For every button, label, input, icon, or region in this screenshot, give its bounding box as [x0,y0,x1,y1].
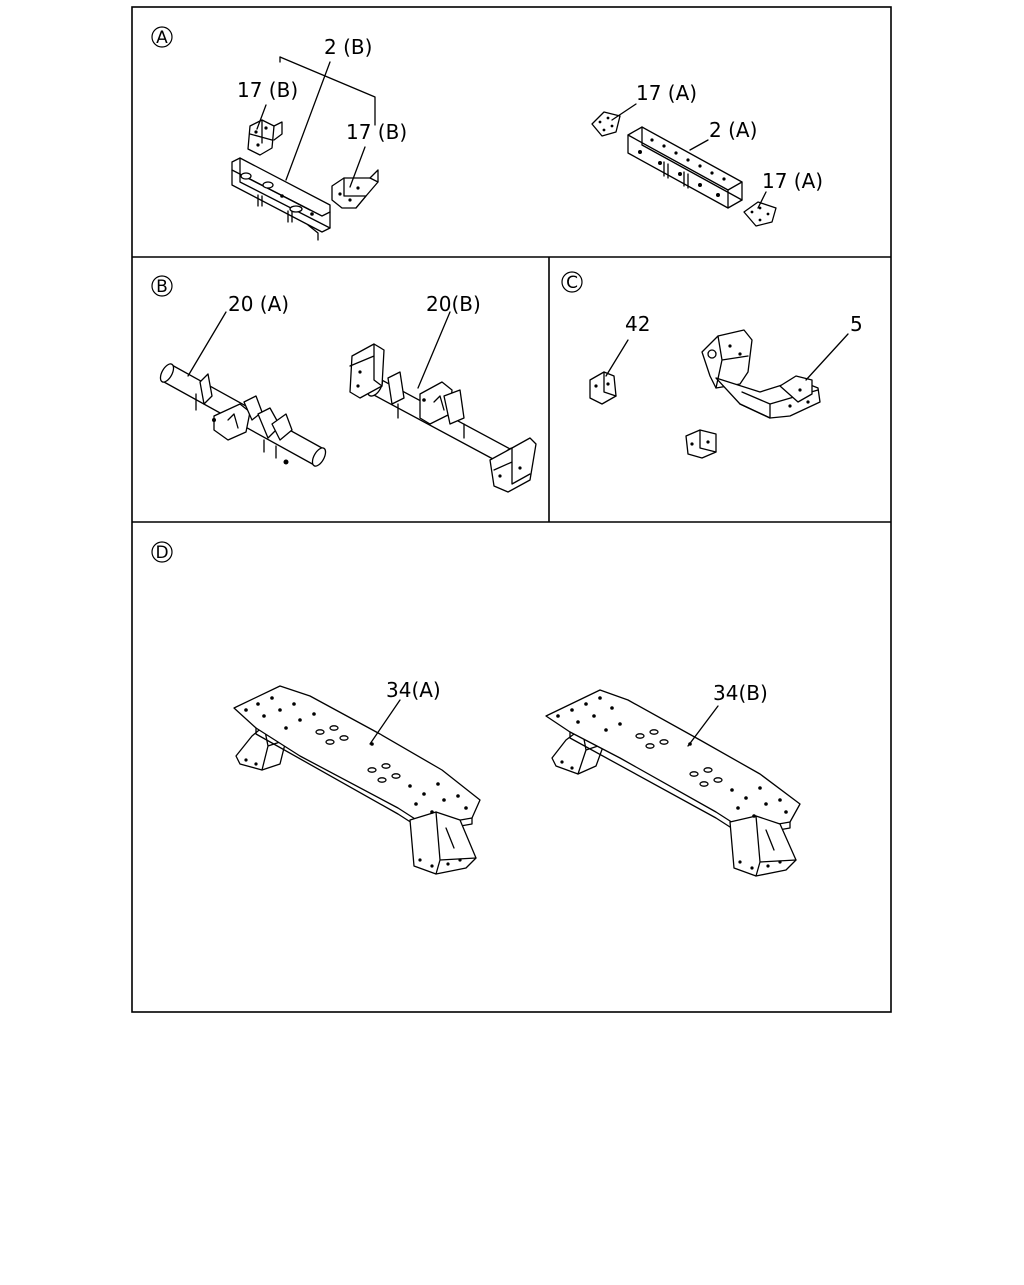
crossmember-34b [545,689,801,877]
label-2a: 2 (A) [709,118,757,142]
crossmember-2a [627,126,743,209]
section-b: B 20 (A) [151,275,537,493]
crossmember-2b [231,157,331,241]
section-a-right-leaders [611,103,767,209]
label-42: 42 [625,312,650,336]
section-d-letter: D [155,543,168,563]
section-c-letter: C [566,273,578,293]
section-d-marker: D [151,541,173,563]
section-a-marker: A [151,26,173,48]
section-b-letter: B [156,277,168,297]
label-17b-left: 17 (B) [237,78,298,102]
label-17b-right: 17 (B) [346,120,407,144]
leader-34b [687,705,719,747]
leader-34a [369,699,401,745]
tube-crossmember-20a [159,363,327,467]
label-5: 5 [850,312,863,336]
label-17a-top: 17 (A) [636,81,697,105]
leader-20a [187,311,227,377]
section-a-leaders [256,56,376,188]
diagram-frame [131,6,892,1013]
label-17a-bottom: 17 (A) [762,169,823,193]
tube-crossmember-20b [349,343,537,493]
plate-17a-top [591,111,621,137]
bracket-assembly-5 [701,329,821,419]
bracket-17b-right [331,169,379,209]
plate-17a-bottom [743,201,777,227]
section-b-marker: B [151,275,173,297]
leader-5 [805,333,849,381]
bracket-17b-left [247,119,283,156]
label-20a: 20 (A) [228,292,289,316]
section-c-marker: C [561,271,583,293]
leader-20b [417,311,451,389]
label-20b: 20(B) [426,292,481,316]
label-2b: 2 (B) [324,35,372,59]
leader-42 [605,339,629,377]
label-34b: 34(B) [713,681,768,705]
crossmember-34a [233,685,481,875]
outer-border [131,6,892,1013]
section-c: C 42 5 [561,271,863,465]
label-34a: 34(A) [386,678,441,702]
stabilizer-bar-42 [581,371,717,465]
section-a: A [151,26,823,241]
section-a-letter: A [156,28,168,48]
section-d: D [151,541,801,877]
